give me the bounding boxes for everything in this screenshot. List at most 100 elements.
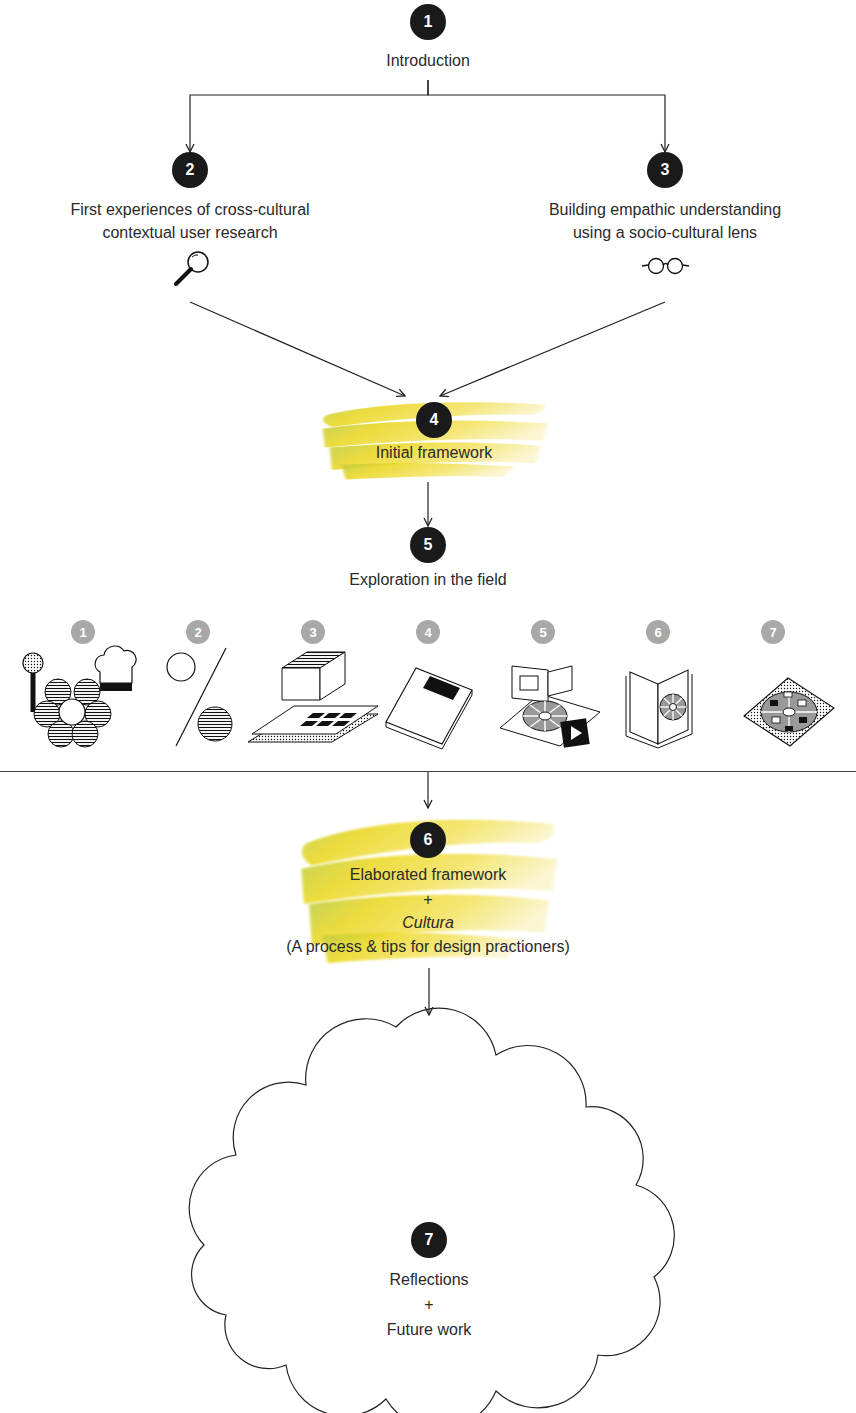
- media-kit-icon: [520, 676, 538, 690]
- sub-step-circle: 6: [646, 620, 670, 644]
- probe-kit-icon: [248, 652, 378, 742]
- board-icon: [783, 708, 795, 716]
- step-node: 2First experiences of cross-cultural con…: [40, 152, 340, 302]
- contrast-icon: [198, 707, 232, 741]
- probe-kit-icon: [282, 668, 320, 700]
- probe-kit-icon: [323, 713, 341, 718]
- step-number: 7: [411, 1222, 447, 1258]
- booklet-icon: [423, 676, 460, 700]
- book-icon: [664, 698, 682, 716]
- media-kit-icon: [512, 666, 548, 702]
- book-icon: [670, 704, 677, 711]
- probe-kit-icon: [332, 721, 350, 726]
- step-label: +: [258, 889, 598, 911]
- connector-arrow: [428, 80, 665, 152]
- step-label: Reflections: [279, 1269, 579, 1291]
- sub-step-circle: 2: [186, 620, 210, 644]
- magnifier-icon: [176, 252, 208, 284]
- board-icon: [761, 692, 817, 732]
- brush-highlight-node: 6Elaborated framework+Cultura(A process …: [296, 808, 560, 968]
- sub-step-number: 3: [301, 620, 325, 644]
- board-icon: [772, 717, 780, 723]
- board-icon: [785, 726, 793, 731]
- step-number: 4: [416, 402, 452, 438]
- brush-highlight-node: 4Initial framework: [318, 396, 550, 482]
- magnifier-icon: [176, 269, 191, 284]
- step-label: Introduction: [328, 51, 528, 71]
- book-icon: [630, 672, 658, 744]
- step-number: 6: [410, 822, 446, 858]
- media-kit-icon: [560, 718, 589, 747]
- connector-arrow: [427, 772, 428, 808]
- step-label: Cultura: [258, 912, 598, 934]
- book-icon: [658, 670, 688, 744]
- sub-step-circle: 5: [531, 620, 555, 644]
- glasses-icon: [668, 259, 683, 274]
- step-label: (A process & tips for design practioners…: [258, 936, 598, 958]
- board-icon: [799, 717, 807, 723]
- step-label: Building empathic understanding using a …: [535, 198, 795, 244]
- probe-kit-icon: [339, 713, 357, 718]
- book-icon: [660, 694, 686, 720]
- probe-kit-icon: [316, 721, 334, 726]
- section-band: 5Exploration in the field1234567: [0, 526, 856, 772]
- booklet-icon: [386, 690, 472, 749]
- media-kit-icon: [523, 701, 567, 731]
- step-number: 3: [647, 152, 683, 188]
- cloud-outline: [189, 1008, 674, 1413]
- step-label: Future work: [279, 1319, 579, 1341]
- step-label: Initial framework: [318, 443, 550, 463]
- glasses-icon: [663, 264, 668, 266]
- media-kit-icon: [530, 705, 560, 727]
- cloud-outline: [196, 1015, 662, 1405]
- step-label: Exploration in the field: [278, 570, 578, 590]
- step-label: First experiences of cross-cultural cont…: [50, 198, 330, 244]
- sub-step-number: 7: [761, 620, 785, 644]
- glasses-icon: [642, 259, 689, 274]
- step-number: 5: [410, 527, 446, 563]
- magnifier-icon: [192, 255, 198, 257]
- interview-icon: [23, 646, 136, 747]
- sub-step-number: 4: [416, 620, 440, 644]
- step-node: 3Building empathic understanding using a…: [515, 152, 815, 302]
- interview-icon: [31, 672, 36, 712]
- interview-icon: [23, 653, 43, 673]
- probe-kit-icon: [307, 713, 325, 718]
- book-icon: [664, 698, 682, 716]
- board-icon: [761, 692, 817, 732]
- connector-arrow: [440, 302, 665, 396]
- book-icon: [660, 694, 686, 720]
- sub-step-circle: 3: [301, 620, 325, 644]
- media-kit-icon: [571, 726, 582, 740]
- step-label: +: [279, 1294, 579, 1316]
- interview-icon: [95, 646, 136, 683]
- interview-icon: [100, 683, 132, 691]
- sub-step-number: 5: [531, 620, 555, 644]
- book-icon: [626, 674, 692, 748]
- book-icon: [626, 670, 692, 748]
- contrast-icon: [167, 648, 232, 746]
- connector-arrow: [190, 80, 428, 152]
- media-kit-icon: [523, 701, 567, 731]
- board-icon: [798, 700, 806, 706]
- sub-step-circle: 1: [71, 620, 95, 644]
- board-icon: [744, 678, 834, 746]
- media-kit-icon: [500, 666, 600, 748]
- step-label: Elaborated framework: [258, 864, 598, 886]
- probe-kit-icon: [320, 652, 345, 700]
- step-node: 1Introduction: [328, 4, 528, 80]
- glasses-icon: [649, 259, 664, 274]
- glasses-icon: [683, 265, 689, 266]
- sub-step-number: 6: [646, 620, 670, 644]
- connector-arrow: [428, 968, 429, 1015]
- board-icon: [744, 678, 834, 746]
- connector-arrow: [190, 302, 405, 396]
- sub-step-number: 1: [71, 620, 95, 644]
- media-kit-icon: [539, 712, 551, 720]
- board-icon: [770, 700, 778, 706]
- cloud-node: 7Reflections + Future work: [196, 1015, 662, 1405]
- contrast-icon: [167, 653, 195, 681]
- step-number: 2: [172, 152, 208, 188]
- sub-step-circle: 4: [416, 620, 440, 644]
